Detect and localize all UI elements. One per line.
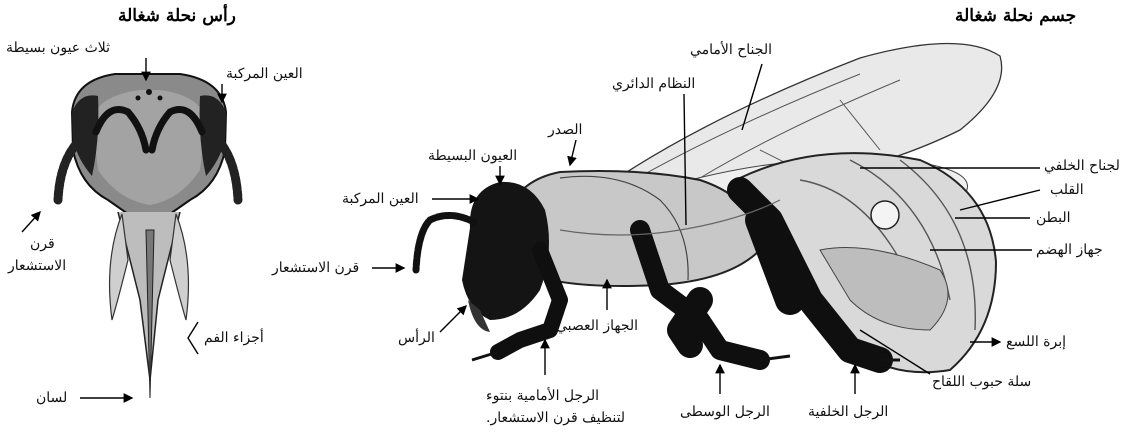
label-hindleg: الرجل الخلفية (808, 404, 888, 420)
label-forewing: الجناح الأمامي (690, 42, 772, 58)
label-head: الرأس (398, 330, 435, 346)
label-midleg: الرجل الوسطى (680, 404, 770, 420)
label-head-antenna-line1: قرن (30, 236, 55, 252)
label-body-compound-eye: العين المركبة (342, 191, 419, 207)
label-simple-eyes: العيون البسيطة (428, 148, 517, 164)
bee-head-front-view (58, 74, 238, 398)
label-nervous-system: الجهاز العصبي (556, 318, 638, 334)
label-head-antenna-line2: الاستشعار (8, 258, 66, 274)
bee-body-side-view (416, 43, 1002, 372)
label-hindwing: الجناح الخلفي (1044, 158, 1121, 174)
label-sting: إبرة اللسع (1006, 334, 1066, 350)
label-foreleg-line1: الرجل الأمامية بنتوء (486, 388, 599, 404)
label-foreleg-line2: لتنظيف قرن الاستشعار. (486, 410, 625, 426)
label-head-compound-eye: العين المركبة (226, 66, 303, 82)
label-heart: القلب (1050, 182, 1084, 198)
label-ocelli: ثلاث عيون بسيطة (6, 40, 110, 56)
label-circulatory-system: النظام الدائري (612, 76, 695, 92)
label-pollen-basket: سلة حبوب اللقاح (932, 374, 1031, 390)
label-thorax: الصدر (548, 122, 582, 138)
label-abdomen: البطن (1036, 210, 1071, 226)
body-panel-title: جسم نحلة شغالة (955, 6, 1076, 26)
label-mouthparts: أجزاء الفم (204, 330, 264, 346)
label-digestive-system: جهاز الهضم (1036, 242, 1103, 258)
label-tongue: لسان (36, 390, 67, 406)
head-panel-title: رأس نحلة شغالة (118, 6, 236, 26)
label-body-antenna: قرن الاستشعار (272, 260, 359, 276)
